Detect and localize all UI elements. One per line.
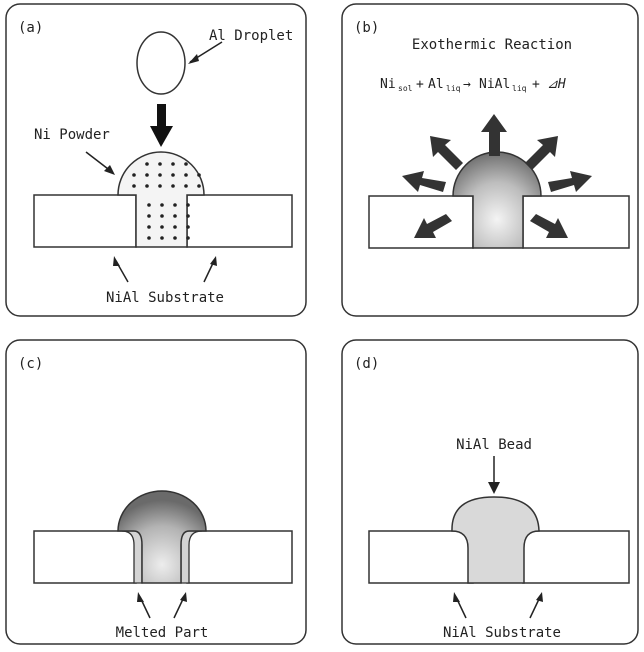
eq-plus-2: + [532,77,540,92]
substrate-left [33,194,137,248]
panel-d-label: (d) [354,356,379,372]
heat-arrows [402,114,592,238]
powder-dot [158,162,162,166]
substrate-label-d: NiAl Substrate [443,625,561,641]
substrate-right-d [522,530,630,584]
powder-dot [147,225,151,229]
ni-powder [117,151,205,248]
panel-c-label: (c) [18,356,43,372]
powder-dot [171,184,175,188]
powder-dot [145,162,149,166]
droplet-pointer-head [188,54,199,64]
substrate-left-b [368,195,474,249]
drop-arrow-head [150,126,173,147]
heat-arrow-down-right [530,214,568,238]
powder-dot [147,214,151,218]
melted-pointer-left-head [137,592,144,602]
substrate-right-c [186,530,293,584]
powder-dot [158,173,162,177]
panel-d-frame [341,339,639,645]
bead-pointer-head [488,482,500,494]
powder-dot [147,203,151,207]
substrate-label-a: NiAl Substrate [106,290,224,306]
drop-arrow-shaft [157,104,166,130]
powder-dot [197,184,201,188]
melted-part-label: Melted Part [116,625,209,641]
heat-arrow-up-left [430,136,463,170]
powder-dot [132,184,136,188]
panel-d: (d) NiAl Bead NiAl Substrate [341,339,639,645]
ni-powder-label: Ni Powder [34,127,110,143]
heat-arrow-down-left [414,214,452,238]
eq-al: Al [428,77,444,92]
powder-dot [186,203,190,207]
substrate-left-d [368,530,474,584]
powder-dots [132,162,201,240]
powder-dot [160,225,164,229]
powder-dot [145,173,149,177]
powder-dot [160,236,164,240]
powder-dot [147,236,151,240]
substrate-pointer-right-head [210,256,217,266]
substrate-pointer-left-head [113,256,120,266]
nial-bead [451,496,540,584]
eq-delta-h: ⊿H [547,77,566,92]
panel-c: (c) Melted Part [5,339,307,645]
al-droplet [136,31,186,95]
substrate-right [186,194,293,248]
eq-al-sub: liq [446,84,461,93]
reaction-equation: Ni sol + Al liq → NiAl liq + ⊿H [380,77,566,93]
panel-b: (b) Exothermic Reaction Ni sol + Al liq … [341,3,639,317]
powder-dot [186,225,190,229]
nial-bead-label: NiAl Bead [456,437,532,453]
powder-dot [173,225,177,229]
eq-ni-sub: sol [398,84,413,93]
substrate-pointer-left-d-head [453,592,460,602]
powder-dot [158,184,162,188]
powder-dot [173,203,177,207]
powder-dot [171,162,175,166]
molten-bead [117,490,207,584]
heat-arrow-up [481,114,507,156]
powder-dot [173,214,177,218]
substrate-left-c [33,530,137,584]
panel-a: (a) Al Droplet Ni Powder NiAl Substrate [5,3,307,317]
eq-ni: Ni [380,77,396,92]
melted-pointer-right-head [180,592,187,602]
al-droplet-label: Al Droplet [209,28,293,44]
powder-dot [186,214,190,218]
eq-nial: NiAl [479,77,510,92]
powder-dot [173,236,177,240]
powder-pointer-head [104,165,115,175]
panel-b-label: (b) [354,20,379,36]
powder-dot [197,173,201,177]
heat-arrow-left [402,171,446,192]
eq-plus-1: + [416,77,424,92]
powder-dot [132,173,136,177]
heat-arrow-right [548,171,592,192]
eq-nial-sub: liq [512,84,527,93]
heat-arrow-up-right [525,136,558,170]
powder-dot [160,203,164,207]
eq-arrow: → [463,77,471,92]
panel-a-label: (a) [18,20,43,36]
powder-dot [145,184,149,188]
reacting-mass [452,151,542,249]
powder-dot [184,173,188,177]
powder-dot [186,236,190,240]
powder-dot [184,184,188,188]
powder-dot [160,214,164,218]
substrate-pointer-right-d-head [536,592,543,602]
powder-dot [184,162,188,166]
reaction-title: Exothermic Reaction [412,37,572,53]
powder-dot [171,173,175,177]
